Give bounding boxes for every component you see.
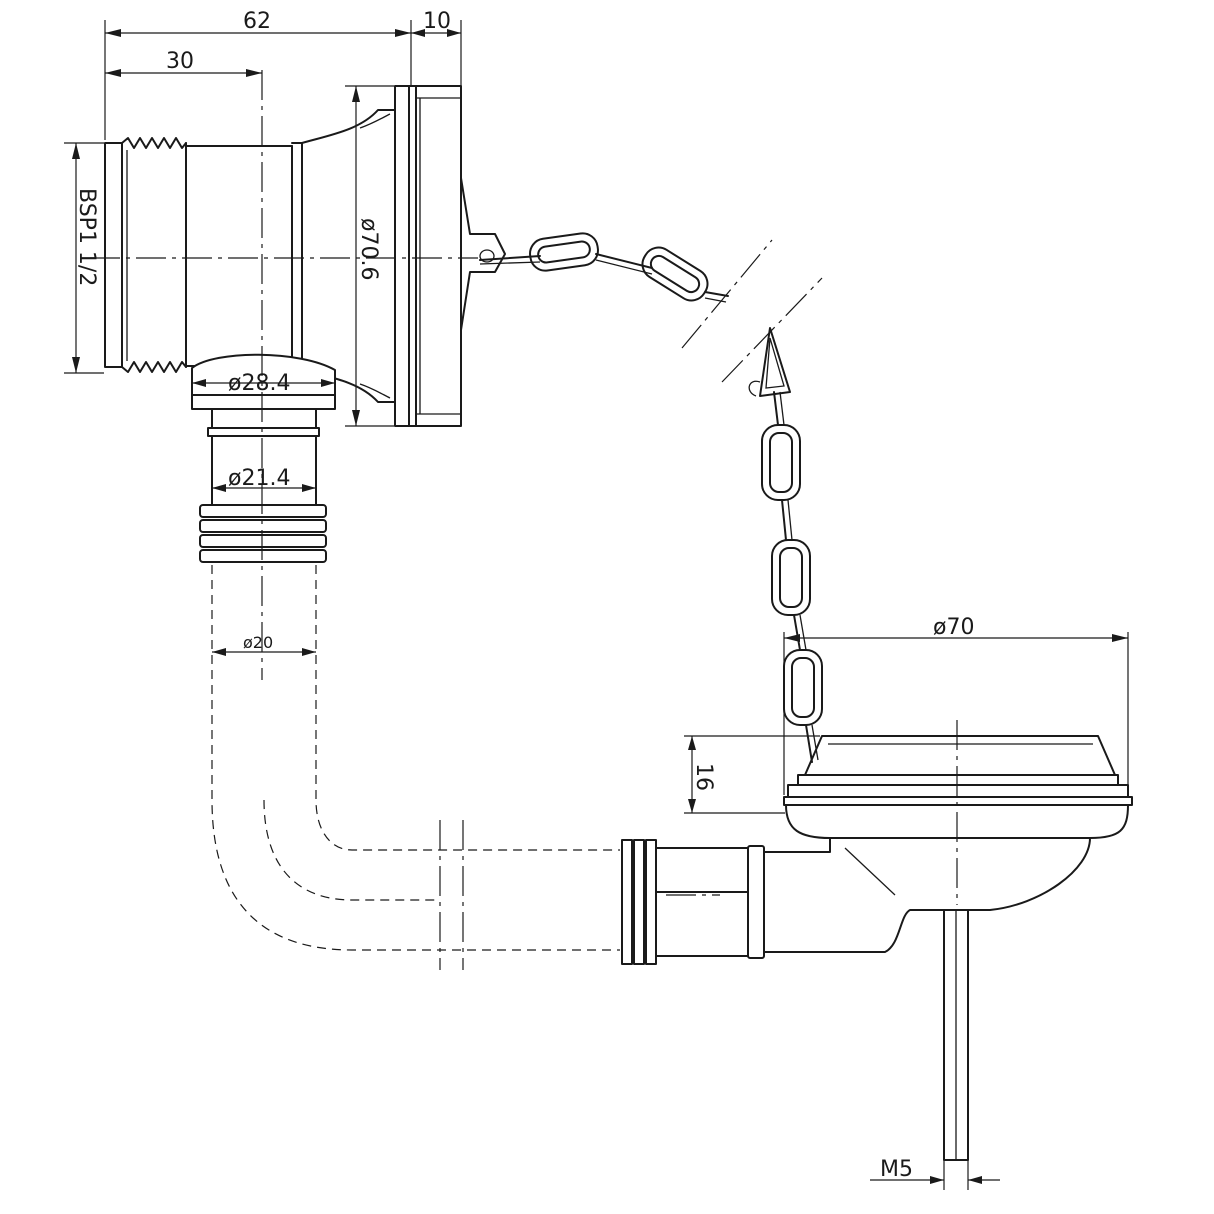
flange-thickness-label: 10 xyxy=(423,9,451,34)
inlet-offset-label: 30 xyxy=(166,49,194,74)
plug-and-outlet xyxy=(621,735,1133,1161)
flange-diameter-label: ø70.6 xyxy=(356,218,381,280)
dimension-labels: 62 10 30 BSP1 1/2 ø70.6 ø28.4 ø21.4 ø20 … xyxy=(74,9,974,1182)
spigot-inner-diameter-label: ø21.4 xyxy=(228,466,290,491)
plug-height-label: 16 xyxy=(691,763,716,791)
dimension-lines xyxy=(64,20,1129,1190)
hidden-pipe xyxy=(211,565,620,951)
chain xyxy=(479,232,823,763)
overflow-body xyxy=(104,85,506,563)
spigot-outer-diameter-label: ø28.4 xyxy=(228,371,290,396)
rod-thread-label: M5 xyxy=(880,1157,913,1182)
plug-diameter-label: ø70 xyxy=(933,615,974,640)
centre-lines xyxy=(90,70,958,970)
pipe-diameter-label: ø20 xyxy=(243,633,273,652)
overall-length-label: 62 xyxy=(243,9,271,34)
thread-size-label: BSP1 1/2 xyxy=(74,188,99,286)
